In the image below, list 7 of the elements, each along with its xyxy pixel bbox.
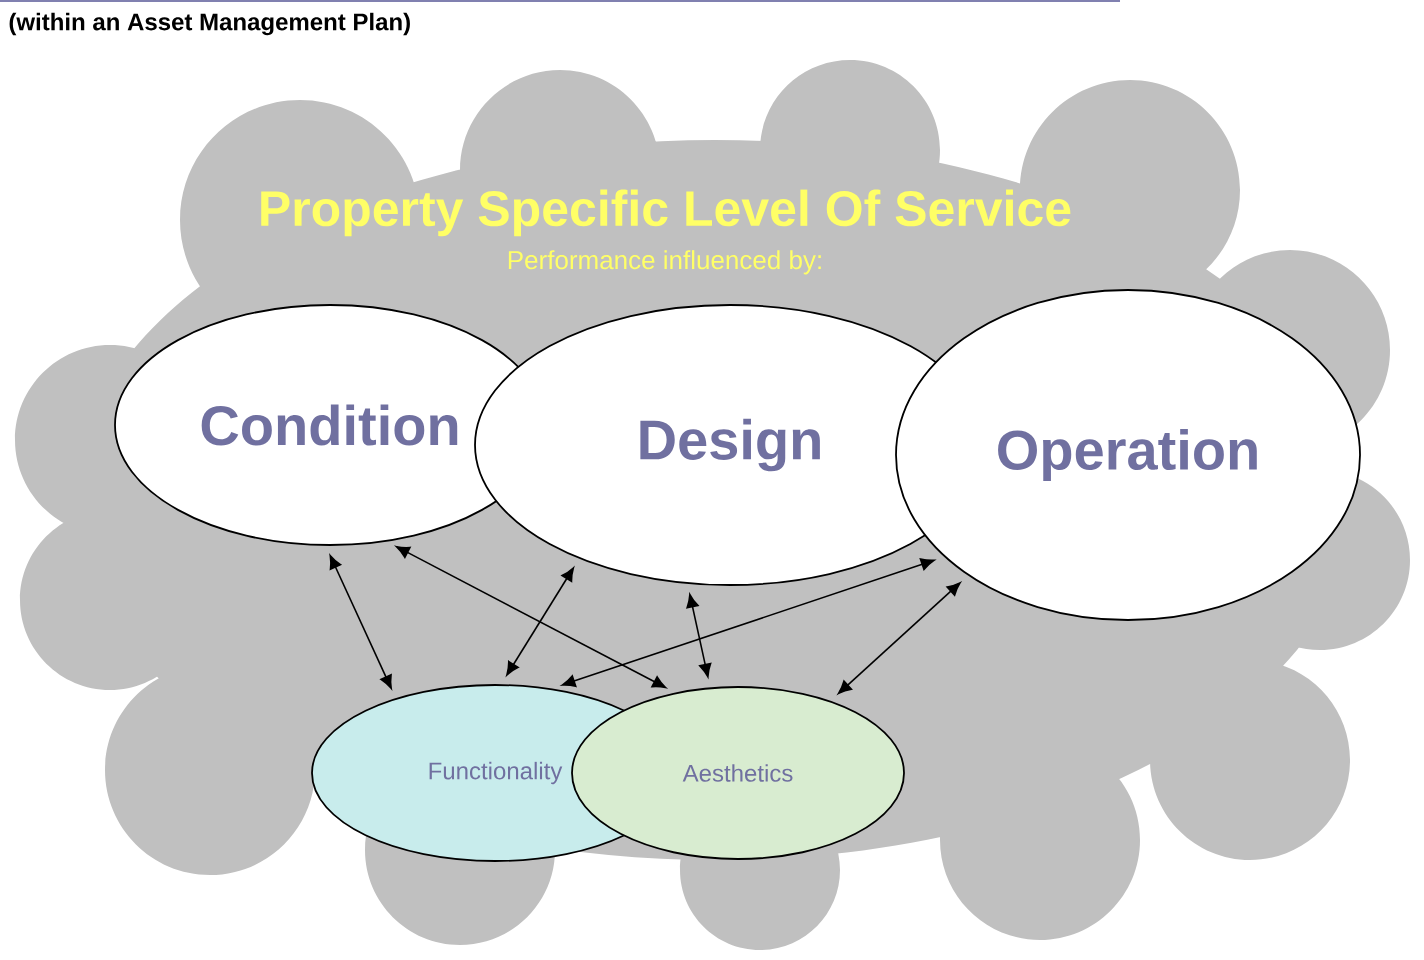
arrow <box>561 558 935 688</box>
arrow <box>329 554 392 690</box>
note-text: (within an Asset Management Plan) <box>9 12 410 36</box>
arrow <box>837 582 961 695</box>
arrow <box>686 593 712 678</box>
arrow <box>395 545 667 689</box>
arrow <box>506 567 575 676</box>
